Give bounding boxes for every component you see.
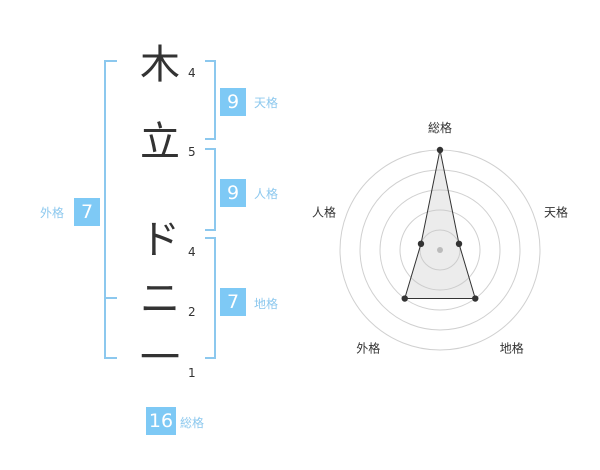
char-4-strokes: 2 xyxy=(188,305,196,319)
tenkaku-value-badge: 9 xyxy=(220,88,246,116)
tenkaku-label: 天格 xyxy=(254,96,279,110)
jinkaku-label: 人格 xyxy=(254,187,279,201)
radar-grid-ring xyxy=(379,189,501,311)
char-2-glyph: 立 xyxy=(140,119,180,165)
char-2-strokes: 5 xyxy=(188,145,196,159)
jinkaku-bracket xyxy=(205,148,216,231)
gaikaku-label: 外格 xyxy=(40,206,65,220)
chikaku-label: 地格 xyxy=(254,297,279,311)
chikaku-value-badge: 7 xyxy=(220,288,246,316)
chikaku-bracket xyxy=(205,237,216,359)
char-3-glyph: ド xyxy=(140,217,180,263)
char-1-glyph: 木 xyxy=(140,42,180,88)
char-5-glyph: 一 xyxy=(140,335,180,381)
gaikaku-value-badge: 7 xyxy=(74,198,100,226)
radar-axis-label-1: 総格 xyxy=(428,120,452,135)
radar-point-5 xyxy=(417,240,425,248)
radar-point-4 xyxy=(401,295,408,302)
char-5-strokes: 1 xyxy=(188,366,196,380)
jinkaku-value-badge: 9 xyxy=(220,179,246,207)
radar-data-area xyxy=(404,149,476,300)
char-4-glyph: ニ xyxy=(140,276,180,322)
char-3-strokes: 4 xyxy=(188,245,196,259)
radar-grid-ring xyxy=(359,169,521,331)
radar-point-1 xyxy=(436,146,444,154)
radar-grid-ring xyxy=(419,229,461,271)
tenkaku-bracket xyxy=(205,60,216,140)
radar-axis-label-4: 外格 xyxy=(356,341,380,356)
radar-grid-ring xyxy=(399,209,481,291)
gaikaku-bracket xyxy=(104,60,117,359)
radar-center-point xyxy=(437,247,443,253)
soukaku-value-badge: 16 xyxy=(146,407,176,435)
soukaku-label: 総格 xyxy=(180,416,205,430)
radar-axis-label-2: 天格 xyxy=(544,204,568,219)
radar-axis-label-5: 人格 xyxy=(312,204,336,219)
char-1-strokes: 4 xyxy=(188,66,196,80)
radar-point-3 xyxy=(472,295,479,302)
radar-axis-label-3: 地格 xyxy=(500,341,524,356)
radar-point-2 xyxy=(455,240,463,248)
